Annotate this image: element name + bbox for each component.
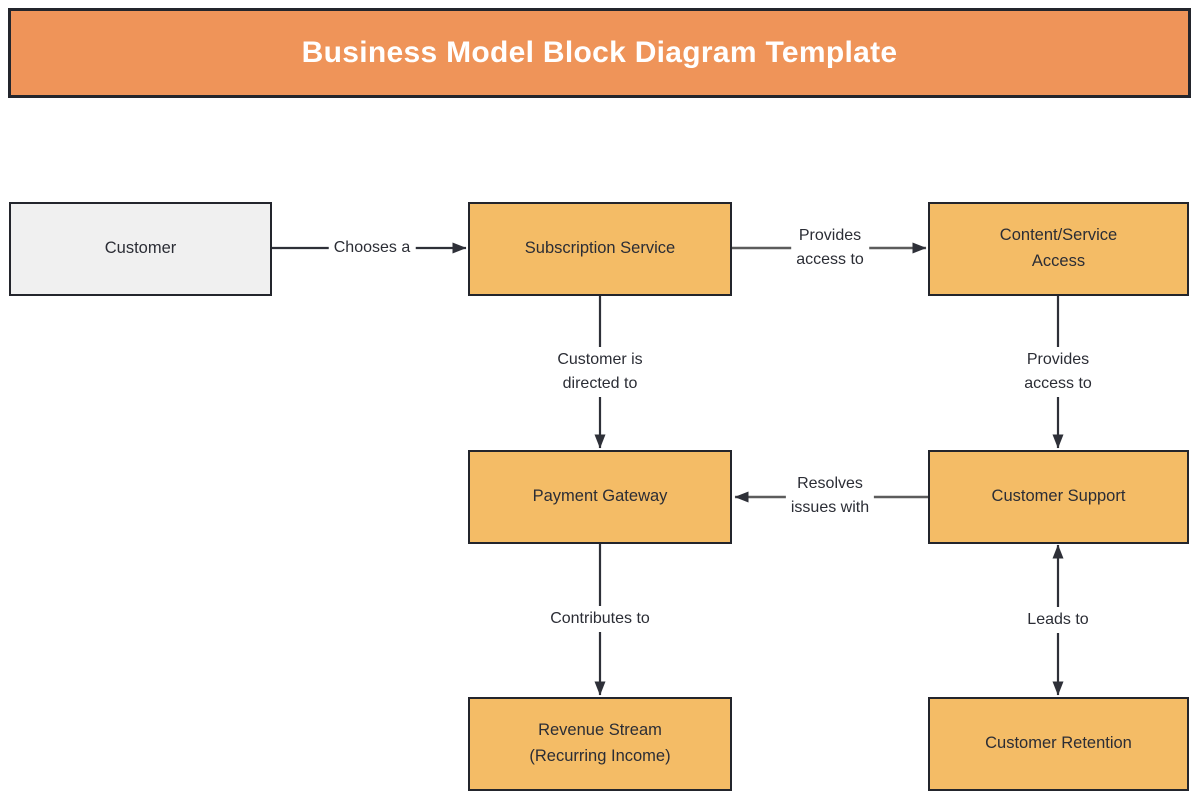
node-revenue-stream-label: Revenue Stream (Recurring Income): [529, 721, 671, 765]
node-subscription-service-label: Subscription Service: [524, 239, 676, 258]
edge-label-resolves-issues-with: Resolves issues with: [785, 471, 875, 521]
node-payment-gateway[interactable]: Payment Gateway: [468, 450, 732, 544]
node-revenue-stream[interactable]: Revenue Stream (Recurring Income): [468, 697, 732, 791]
edge-label-provides-access-to-right: Provides access to: [1019, 347, 1097, 397]
node-customer-support[interactable]: Customer Support: [928, 450, 1189, 544]
edge-label-provides-access-to-top: Provides access to: [791, 223, 869, 273]
node-customer-support-label: Customer Support: [991, 487, 1126, 506]
node-customer-label: Customer: [104, 239, 177, 258]
title-banner: Business Model Block Diagram Template: [8, 8, 1191, 98]
node-customer[interactable]: Customer: [9, 202, 272, 296]
edge-label-chooses-a: Chooses a: [328, 235, 416, 261]
node-content-service-access[interactable]: Content/Service Access: [928, 202, 1189, 296]
node-payment-gateway-label: Payment Gateway: [532, 487, 668, 506]
edge-label-leads-to: Leads to: [1022, 607, 1094, 633]
node-customer-retention[interactable]: Customer Retention: [928, 697, 1189, 791]
node-content-service-access-label: Content/Service Access: [999, 226, 1118, 270]
node-customer-retention-label: Customer Retention: [985, 734, 1132, 753]
diagram-title: Business Model Block Diagram Template: [301, 36, 898, 69]
edge-label-contributes-to: Contributes to: [545, 606, 655, 632]
node-subscription-service[interactable]: Subscription Service: [468, 202, 732, 296]
edge-label-customer-is-directed-to: Customer is directed to: [552, 347, 648, 397]
